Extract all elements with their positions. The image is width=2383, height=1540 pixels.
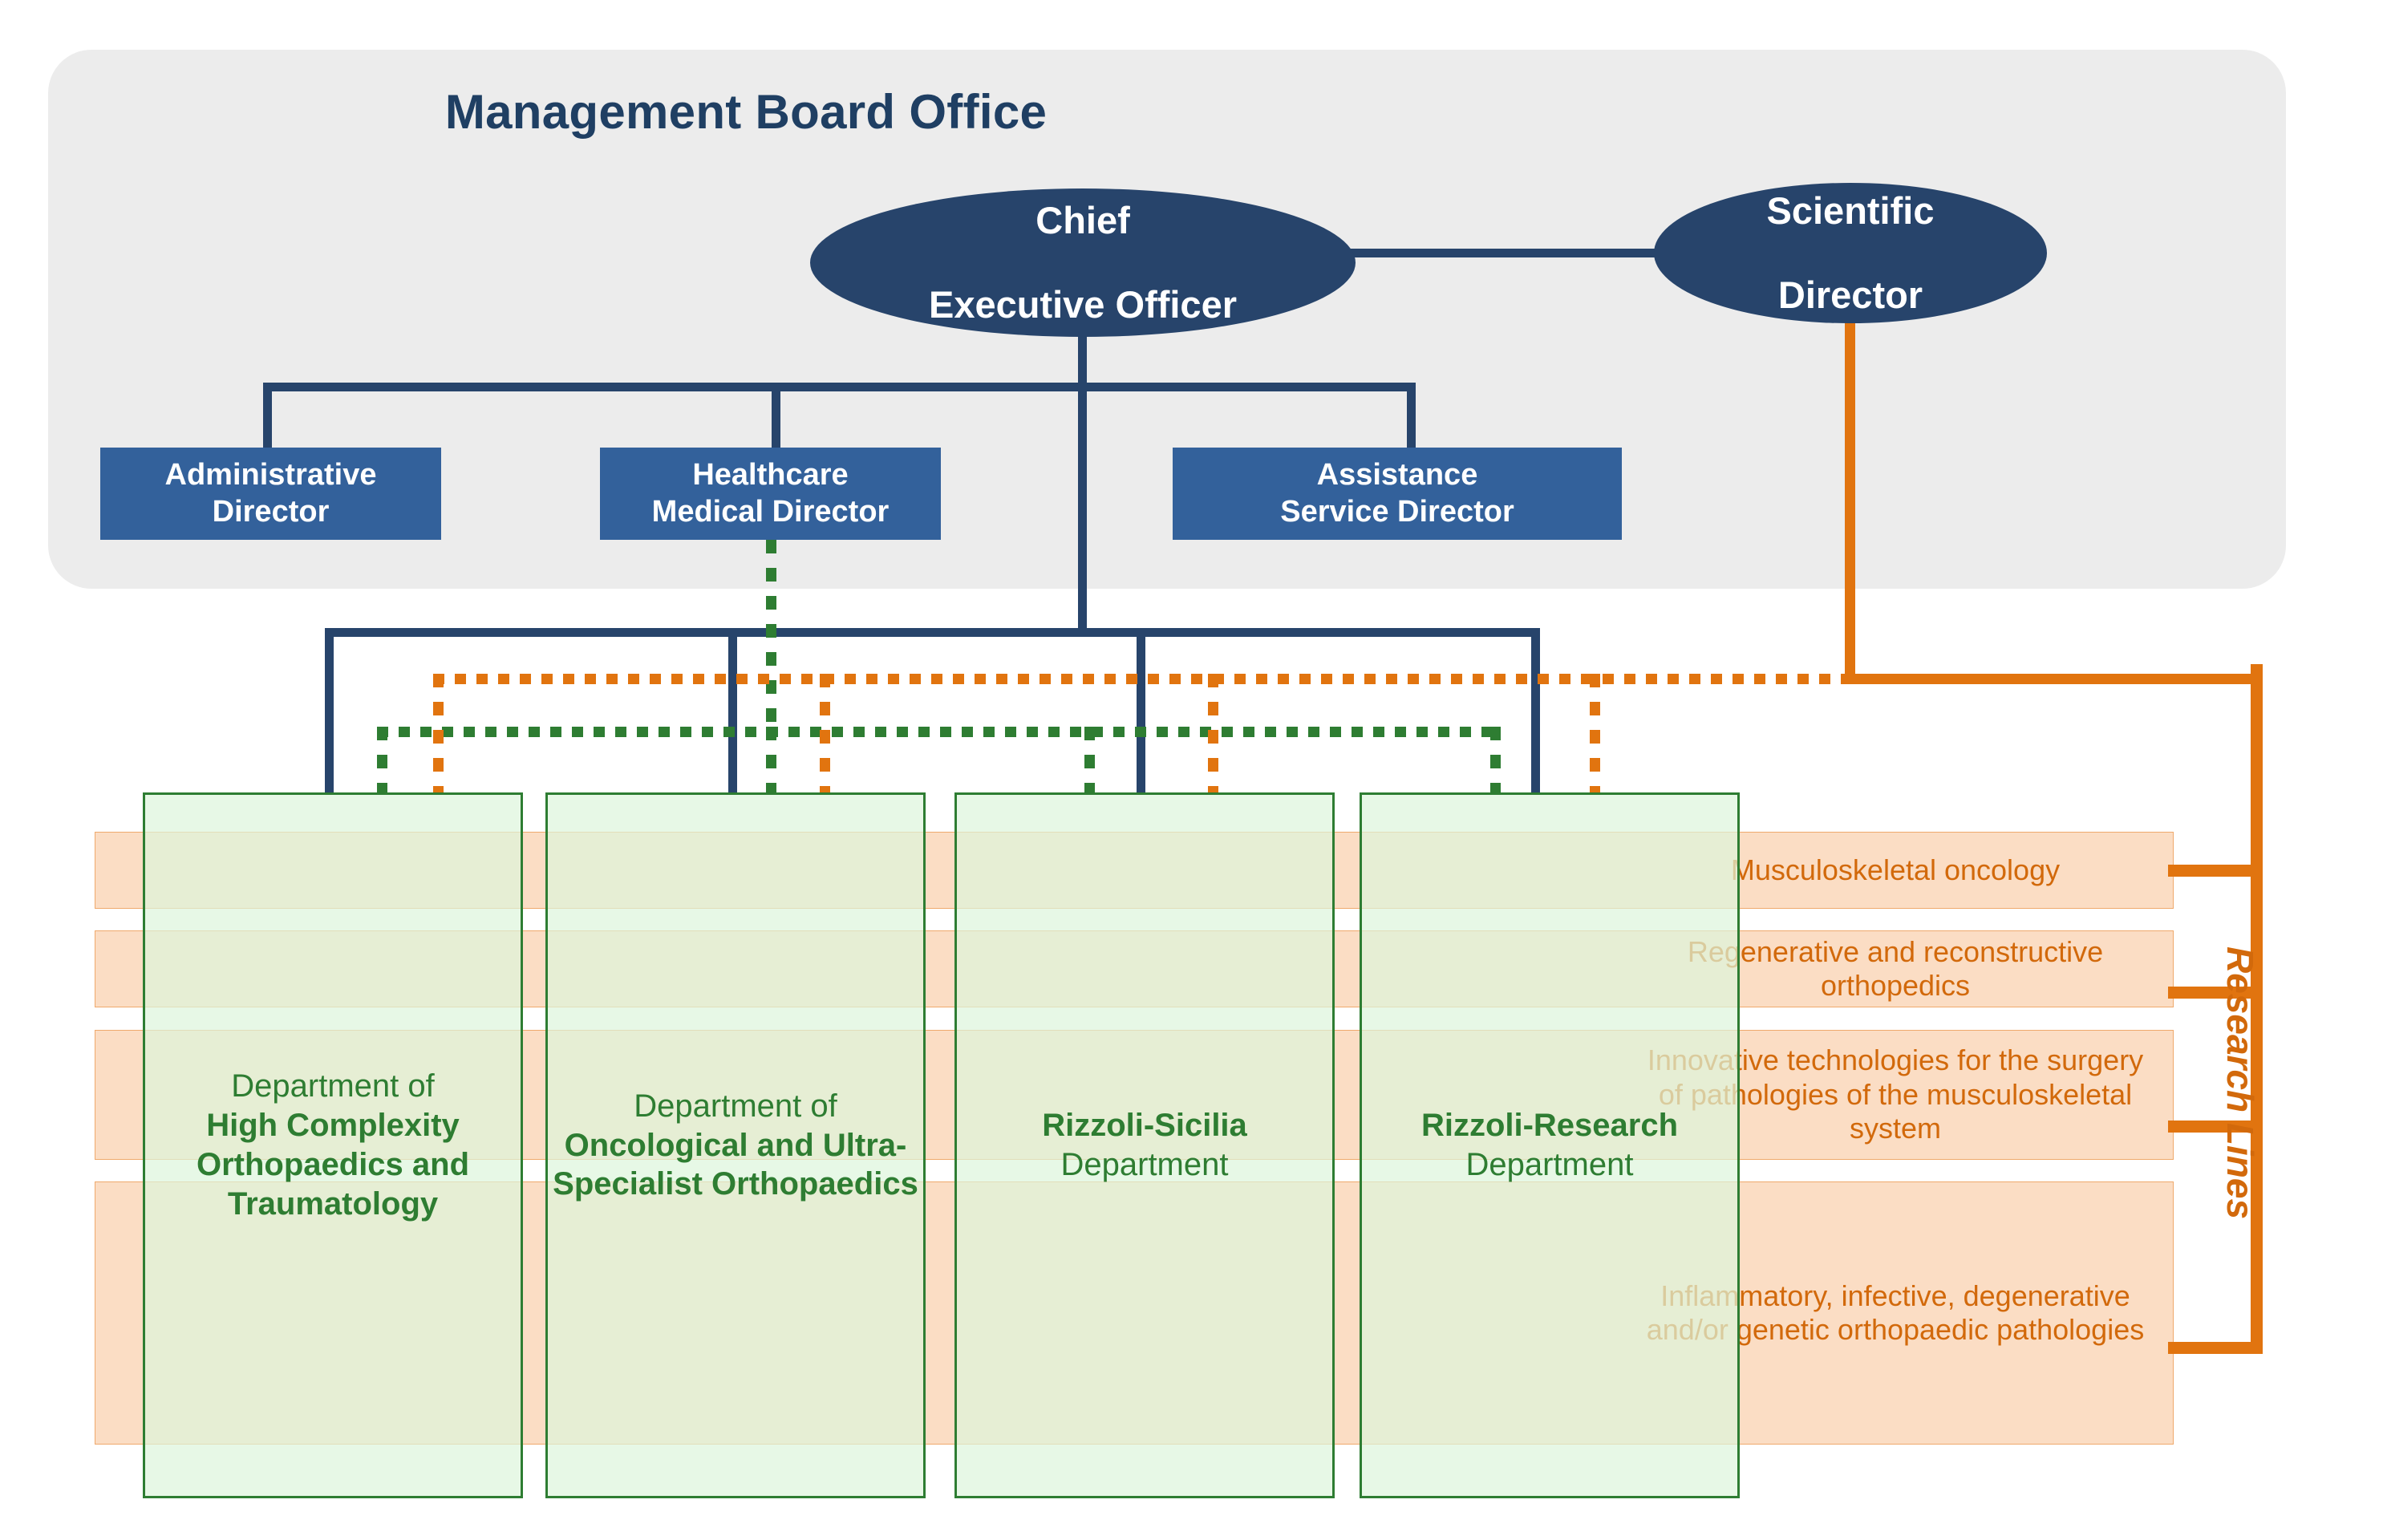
assistance-service-director-line-1: Assistance [1316,457,1478,492]
assistance-service-director-line-2: Service Director [1280,494,1514,529]
department-name-label: High Complexity Orthopaedics and Traumat… [196,1108,470,1222]
connector-scientific-director-to-bracket [1845,674,2258,684]
administrative-director-box[interactable]: Administrative Director [100,448,441,540]
department-box-rizzoli-sicilia[interactable]: Rizzoli-Sicilia Department [954,792,1335,1498]
connector-drop-administrative [263,383,272,448]
page-title: Management Board Office [444,85,1048,139]
assistance-service-director-box[interactable]: Assistance Service Director [1173,448,1622,540]
ceo-line-1: Chief [1035,198,1130,241]
connector-ceo-to-departments [1078,383,1087,631]
connector-drop-dept-2 [728,628,737,792]
department-lead-label: Rizzoli-Research [1420,1108,1679,1144]
dotted-orange-bus [433,674,1849,684]
connector-scientific-director-stem [1845,314,1855,683]
dotted-green-stem-healthcare [766,540,776,732]
connector-drop-assistance [1407,383,1416,448]
research-lines-label: Research Lines [2219,946,2261,1220]
healthcare-medical-director-line-2: Medical Director [651,494,890,529]
dotted-green-drop-dept-2 [766,727,776,792]
research-lines-bracket-stub [2168,987,2256,999]
department-box-high-complexity-orthopaedics[interactable]: Department of High Complexity Orthopaedi… [143,792,523,1498]
dotted-orange-drop-dept-3 [1208,674,1218,792]
chief-executive-officer-node[interactable]: Chief Executive Officer [810,188,1356,337]
scientific-director-node[interactable]: Scientific Director [1654,183,2047,323]
connector-drop-dept-4 [1531,628,1540,792]
scientific-director-line-1: Scientific [1766,188,1935,232]
dotted-green-bus [377,727,1500,737]
connector-drop-dept-3 [1137,628,1145,792]
department-box-oncological-ultra-specialist-orthopaedics[interactable]: Department of Oncological and Ultra-Spec… [545,792,926,1498]
research-lines-bracket-stub [2168,865,2256,877]
department-lead-label: Department of [231,1068,435,1104]
healthcare-medical-director-line-1: Healthcare [692,457,849,492]
connector-ceo-stem [1078,325,1087,389]
administrative-director-line-2: Director [212,494,330,529]
connector-department-bus [325,628,1540,637]
department-name-label: Department [1060,1147,1229,1182]
connector-director-bus [263,383,1412,391]
connector-drop-dept-1 [325,628,334,792]
dotted-green-drop-dept-1 [377,727,387,792]
healthcare-medical-director-box[interactable]: Healthcare Medical Director [600,448,941,540]
department-box-rizzoli-research[interactable]: Rizzoli-Research Department [1360,792,1740,1498]
ceo-line-2: Executive Officer [928,282,1237,326]
dotted-green-drop-dept-3 [1084,727,1095,792]
connector-drop-healthcare [772,383,780,448]
department-name-label: Department [1465,1147,1634,1182]
dotted-orange-drop-dept-2 [820,674,830,792]
connector-ceo-to-scientific-director [1331,249,1668,257]
scientific-director-line-2: Director [1777,273,1923,316]
dotted-orange-drop-dept-1 [433,674,444,792]
research-line-text: Musculoskeletal oncology [1730,853,2061,886]
department-lead-label: Department of [634,1088,837,1124]
department-name-label: Oncological and Ultra-Specialist Orthopa… [553,1127,918,1202]
dotted-green-drop-dept-4 [1490,727,1501,792]
research-lines-bracket-stub [2168,1121,2256,1133]
research-line-text: Regenerative and reconstructive orthoped… [1687,934,2104,1002]
research-lines-bracket [2251,664,2263,1354]
research-lines-bracket-stub [2168,1342,2256,1354]
administrative-director-line-1: Administrative [164,457,377,492]
dotted-orange-drop-dept-4 [1590,674,1600,792]
department-lead-label: Rizzoli-Sicilia [1042,1108,1247,1144]
